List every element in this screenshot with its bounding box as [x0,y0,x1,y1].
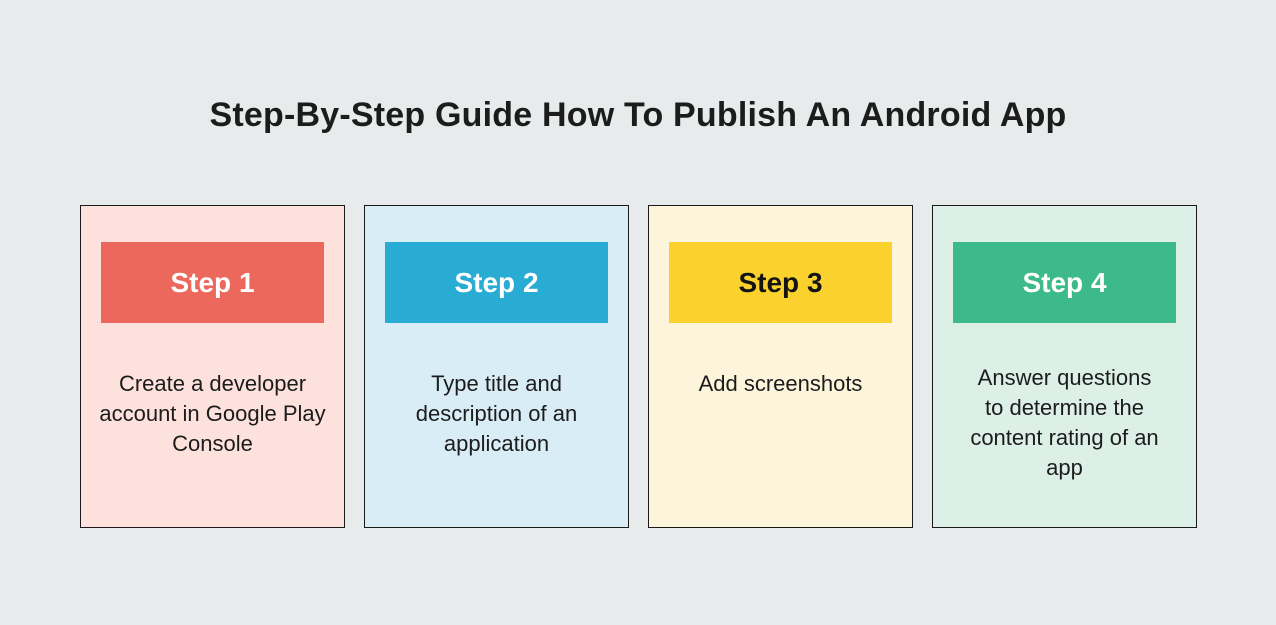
step-card-3: Step 3 Add screenshots [648,205,913,528]
step-card-1: Step 1 Create a developer account in Goo… [80,205,345,528]
step-3-header: Step 3 [669,242,892,323]
step-1-header: Step 1 [101,242,324,323]
step-1-label: Step 1 [170,266,255,298]
page-title: Step-By-Step Guide How To Publish An And… [209,96,1067,134]
step-3-label: Step 3 [738,266,823,298]
step-3-description: Add screenshots [698,371,863,396]
step-4-label: Step 4 [1022,266,1107,298]
step-4-description: Answer questions to determine the conten… [970,365,1159,480]
step-2-label: Step 2 [454,266,539,298]
step-card-4: Step 4 Answer questions to determine the… [932,205,1197,528]
step-4-header: Step 4 [953,242,1176,323]
step-1-description: Create a developer account in Google Pla… [99,371,326,456]
step-2-description: Type title and description of an applica… [415,371,578,456]
step-card-2: Step 2 Type title and description of an … [364,205,629,528]
step-2-header: Step 2 [385,242,608,323]
steps-row: Step 1 Create a developer account in Goo… [80,205,1197,528]
